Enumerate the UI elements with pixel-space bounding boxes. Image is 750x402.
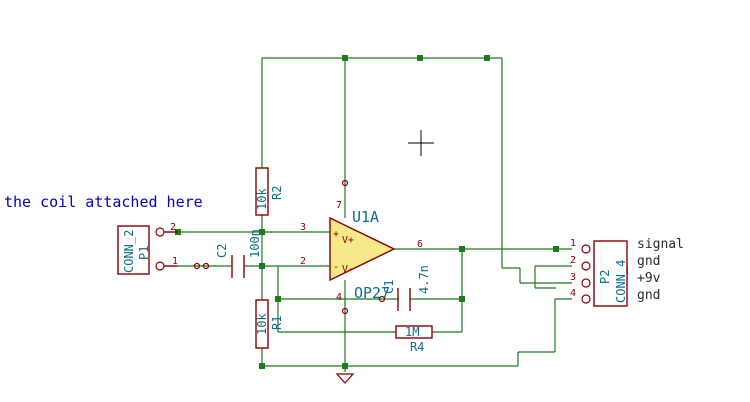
- connector-p1[interactable]: CONN_2 P1 2 1: [117, 222, 178, 275]
- ground-icon: [335, 373, 355, 384]
- opamp-pin7: 7: [336, 200, 342, 211]
- p1-pin1-num: 1: [172, 256, 178, 267]
- resistor-r2[interactable]: 10k R2: [255, 167, 284, 216]
- c1-ref: C1: [382, 280, 396, 294]
- r1-body: [255, 299, 269, 349]
- resistor-r4[interactable]: 1M R4: [395, 325, 433, 354]
- crosshair-cursor-icon: [408, 130, 434, 156]
- opamp-vminus-pin: [341, 307, 349, 315]
- p2-pin1: [581, 244, 591, 254]
- opamp-vplus-pin: [341, 179, 349, 187]
- junction: [342, 363, 348, 369]
- capacitor-c1[interactable]: C1 4.7n: [378, 265, 432, 311]
- junction: [275, 296, 281, 302]
- junction: [459, 296, 465, 302]
- opamp-vminus-label: V-: [342, 264, 354, 275]
- junction: [342, 55, 348, 61]
- opamp-minus-sym: -: [333, 262, 339, 273]
- c2-value: 100n: [248, 229, 262, 258]
- p1-pin2-num: 2: [170, 222, 176, 233]
- r2-ref: R2: [270, 186, 284, 200]
- r2-value: 10k: [255, 188, 269, 210]
- junction: [417, 55, 423, 61]
- c2-pin-left: [193, 262, 201, 270]
- net-signal: signal: [637, 237, 684, 252]
- p2-value: CONN_4: [614, 260, 628, 303]
- p1-ref: P1: [137, 246, 151, 260]
- junction: [259, 363, 265, 369]
- opamp-pin3: 3: [300, 222, 306, 233]
- net-9v: +9v: [637, 271, 661, 286]
- p1-pin1: [155, 261, 165, 271]
- connector-p2[interactable]: P2 CONN_4 1 2 3 4: [570, 238, 628, 307]
- p1-body: [117, 225, 150, 275]
- p2-pin3: [581, 278, 591, 288]
- junction: [484, 55, 490, 61]
- junction: [459, 246, 465, 252]
- opamp-pin4: 4: [336, 292, 342, 303]
- net-gnd-2: gnd: [637, 288, 660, 303]
- opamp-plus-sym: +: [333, 229, 339, 240]
- r2-body: [255, 167, 269, 216]
- c2-ref: C2: [215, 244, 229, 258]
- resistor-r1[interactable]: 10k R1: [255, 299, 284, 349]
- p2-ref: P2: [598, 270, 612, 284]
- r1-value: 10k: [255, 313, 269, 335]
- opamp-value: OP27: [354, 284, 390, 302]
- c2-pin-left2: [202, 262, 210, 270]
- opamp-vplus-label: V+: [342, 235, 354, 246]
- capacitor-c2[interactable]: C2 100n: [193, 229, 263, 278]
- p2-pin4-num: 4: [570, 288, 576, 299]
- r4-ref: R4: [410, 340, 424, 354]
- opamp-u1a[interactable]: + - V+ V- 3 2 6 7 4 U1A OP27: [300, 179, 423, 315]
- opamp-ref: U1A: [352, 208, 379, 226]
- p2-body: [593, 240, 628, 307]
- p1-pin2: [155, 227, 165, 237]
- junction: [553, 246, 559, 252]
- p2-pin3-num: 3: [570, 272, 576, 283]
- p1-value: CONN_2: [122, 230, 136, 273]
- r1-ref: R1: [270, 316, 284, 330]
- junction: [259, 229, 265, 235]
- r4-body: [395, 325, 433, 339]
- annotation-text: the coil attached here: [4, 193, 203, 211]
- c1-value: 4.7n: [417, 265, 431, 294]
- r4-value: 1M: [405, 325, 419, 339]
- net-gnd-1: gnd: [637, 254, 660, 269]
- opamp-pin2: 2: [300, 256, 306, 267]
- c1-pin: [378, 295, 386, 303]
- p2-pin1-num: 1: [570, 238, 576, 249]
- junction: [259, 263, 265, 269]
- p2-pin2: [581, 261, 591, 271]
- opamp-triangle: [329, 216, 396, 282]
- p2-pin4: [581, 294, 591, 304]
- opamp-pin6: 6: [417, 239, 423, 250]
- net-labels: signal gnd +9v gnd: [637, 237, 684, 303]
- p2-pin2-num: 2: [570, 255, 576, 266]
